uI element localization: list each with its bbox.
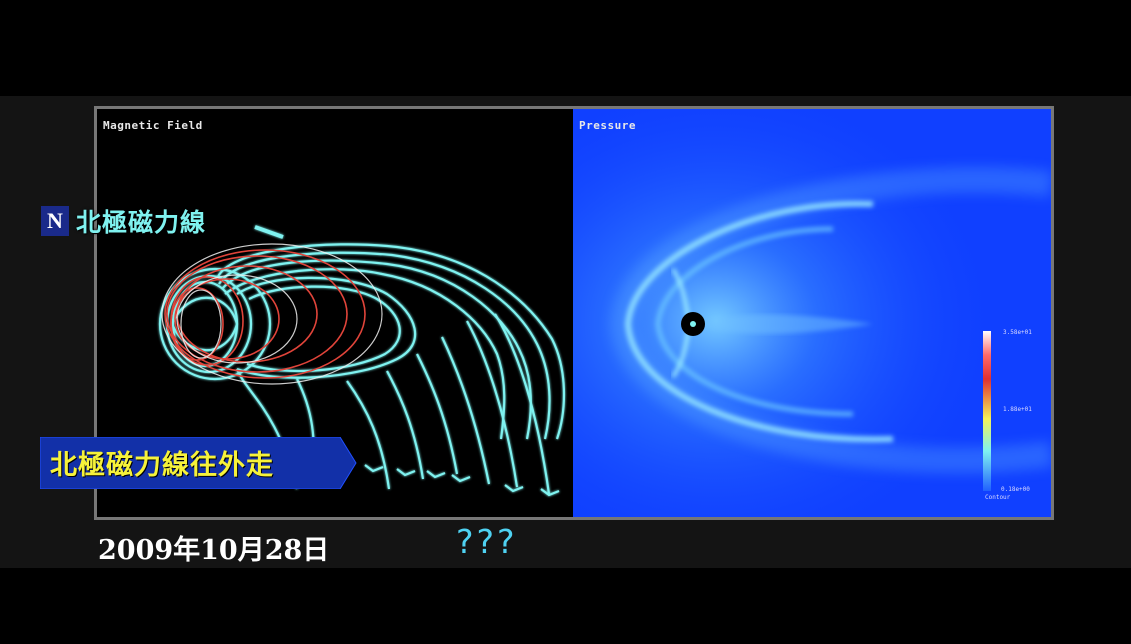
pressure-plot (573, 109, 1051, 517)
pressure-panel: Pressure 3.58e+01 1.88e+01 0.18e+00 Cont… (573, 109, 1051, 517)
top-letterbox (0, 0, 1131, 96)
colorbar-min-label: 0.18e+00 (1001, 486, 1030, 493)
cyan-field-lines (158, 225, 566, 497)
earth-core (690, 321, 696, 327)
colorbar-mid-label: 1.88e+01 (1003, 406, 1032, 413)
colorbar-caption: Contour (985, 494, 1011, 501)
outer-shock (609, 166, 1051, 474)
banner-shape (40, 437, 357, 489)
magnetic-field-plot (158, 225, 566, 497)
magnetic-field-title: Magnetic Field (103, 119, 203, 132)
pressure-title: Pressure (579, 119, 636, 132)
tail-glow (691, 314, 873, 334)
n-badge: N (41, 206, 69, 236)
bottom-letterbox (0, 568, 1131, 644)
outward-label-banner (40, 437, 357, 489)
red-field-lines (164, 249, 366, 379)
date-caption: 2009年10月28日 (98, 535, 330, 566)
colorbar-max-label: 3.58e+01 (1003, 329, 1032, 336)
field-lines-outward-label: 北極磁力線往外走 (50, 450, 274, 481)
colorbar (983, 331, 991, 491)
white-field-lines (161, 243, 383, 385)
question-marks: ??? (456, 522, 518, 561)
north-field-lines-label: 北極磁力線 (76, 208, 207, 237)
magnetopause (655, 226, 854, 417)
bow-shock (624, 200, 894, 443)
